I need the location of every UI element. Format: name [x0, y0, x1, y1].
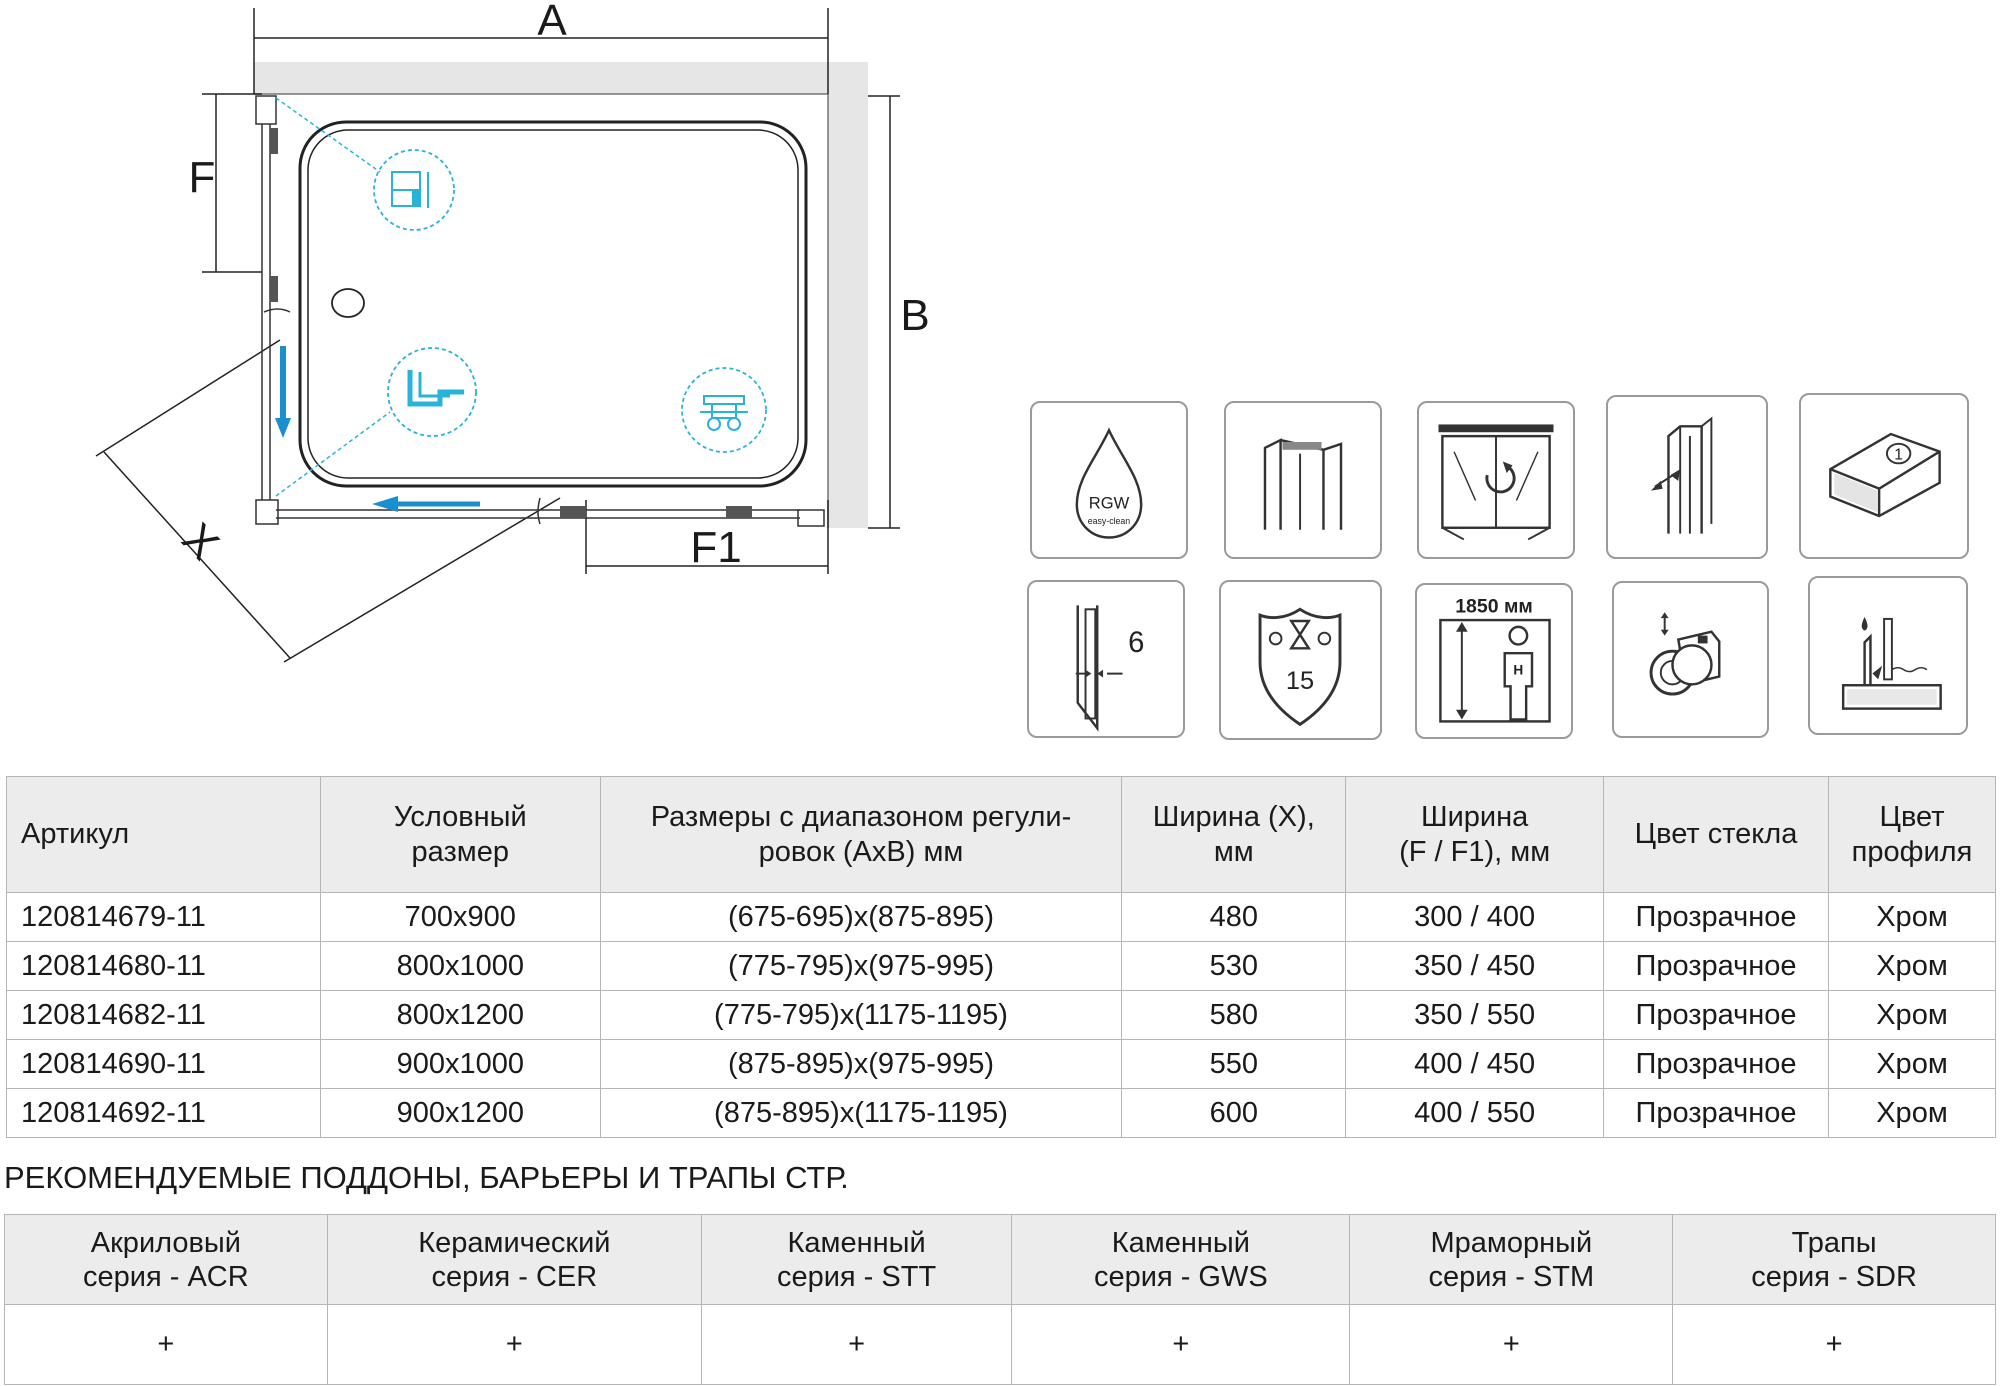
header-dimensions: Размеры с диапазоном регули-ровок (AxB) …	[599, 776, 1123, 893]
cell-width-x: 600	[1121, 1088, 1347, 1138]
dimension-f-label: F	[189, 153, 216, 202]
cell-article: 120814682-11	[6, 990, 321, 1040]
cell-width-f: 400 / 450	[1345, 1039, 1605, 1089]
header-width-x: Ширина (X),мм	[1121, 776, 1347, 893]
cell-dimensions: (675-695)x(875-895)	[599, 892, 1123, 942]
recommended-heading: РЕКОМЕНДУЕМЫЕ ПОДДОНЫ, БАРЬЕРЫ И ТРАПЫ С…	[4, 1160, 849, 1195]
cell-width-f: 350 / 450	[1345, 941, 1605, 991]
compat-mark: +	[4, 1304, 328, 1385]
cell-glass: Прозрачное	[1603, 892, 1829, 942]
dimension-b-label: B	[900, 291, 929, 340]
header-glass-color: Цвет стекла	[1603, 776, 1829, 893]
height-icon: 1850 мм H	[1415, 583, 1573, 739]
header-article: Артикул	[6, 776, 321, 893]
cell-profile: Хром	[1827, 892, 1997, 942]
cell-width-f: 400 / 550	[1345, 1088, 1605, 1138]
rgw-easy-clean-icon: RGW easy-clean	[1030, 401, 1188, 559]
cell-size: 900x1000	[319, 1039, 601, 1089]
door-reversible-icon	[1417, 401, 1575, 559]
drain	[331, 288, 365, 318]
cell-profile: Хром	[1827, 1039, 1997, 1089]
table-row: 120814690-11 900x1000 (875-895)x(975-995…	[6, 1039, 1997, 1089]
cell-article: 120814680-11	[6, 941, 321, 991]
cell-width-x: 530	[1121, 941, 1347, 991]
dimension-f1-label: F1	[690, 523, 741, 572]
cell-article: 120814690-11	[6, 1039, 321, 1089]
cell-glass: Прозрачное	[1603, 1088, 1829, 1138]
cell-profile: Хром	[1827, 1088, 1997, 1138]
package-count-icon: 1	[1799, 393, 1969, 559]
cell-glass: Прозрачное	[1603, 990, 1829, 1040]
cell-width-f: 300 / 400	[1345, 892, 1605, 942]
dimension-a-label: A	[537, 0, 567, 45]
cell-width-f: 350 / 550	[1345, 990, 1605, 1040]
rgw-label: RGW	[1089, 493, 1130, 512]
cell-width-x: 480	[1121, 892, 1347, 942]
cell-size: 700x900	[319, 892, 601, 942]
side-wall	[828, 62, 868, 528]
back-wall	[254, 62, 868, 94]
cell-article: 120814692-11	[6, 1088, 321, 1138]
table-row: 120814682-11 800x1200 (775-795)x(1175-11…	[6, 990, 1997, 1040]
easy-clean-label: easy-clean	[1088, 516, 1131, 526]
dimension-x-label: X	[173, 514, 228, 569]
compat-mark: +	[326, 1304, 702, 1385]
table-row: 120814692-11 900x1200 (875-895)x(1175-11…	[6, 1088, 1997, 1138]
height-value: 1850 мм	[1455, 595, 1533, 617]
detail-callout-corner	[387, 347, 477, 437]
cell-dimensions: (775-795)x(975-995)	[599, 941, 1123, 991]
water-seal-profile-icon	[1808, 576, 1968, 735]
cell-size: 800x1200	[319, 990, 601, 1040]
shower-tray	[298, 120, 808, 488]
person-label: H	[1513, 663, 1523, 678]
compat-mark: +	[1011, 1304, 1351, 1385]
cell-size: 800x1000	[319, 941, 601, 991]
table-row: + + + + + +	[4, 1304, 1996, 1385]
glass-thickness-value: 6	[1128, 627, 1144, 659]
cell-dimensions: (875-895)x(1175-1195)	[599, 1088, 1123, 1138]
cell-profile: Хром	[1827, 990, 1997, 1040]
package-count: 1	[1894, 446, 1903, 463]
table-row: 120814680-11 800x1000 (775-795)x(975-995…	[6, 941, 1997, 991]
wall-profile-adjustment-icon	[1606, 395, 1768, 559]
detail-callout-hinge	[373, 149, 455, 231]
compat-mark: +	[700, 1304, 1013, 1385]
shower-enclosure-plan-diagram: A B F F1 X	[95, 0, 930, 663]
compat-mark: +	[1349, 1304, 1674, 1385]
warranty-shield-icon: 15	[1219, 580, 1382, 740]
detail-callout-roller	[681, 367, 767, 453]
warranty-years: 15	[1286, 667, 1314, 695]
cell-glass: Прозрачное	[1603, 1039, 1829, 1089]
cell-width-x: 580	[1121, 990, 1347, 1040]
cell-profile: Хром	[1827, 941, 1997, 991]
folding-door-profile-icon	[1224, 401, 1382, 559]
table-row: 120814679-11 700x900 (675-695)x(875-895)…	[6, 892, 1997, 942]
cell-dimensions: (875-895)x(975-995)	[599, 1039, 1123, 1089]
cell-size: 900x1200	[319, 1088, 601, 1138]
cell-article: 120814679-11	[6, 892, 321, 942]
cell-glass: Прозрачное	[1603, 941, 1829, 991]
glass-thickness-icon: 6	[1027, 580, 1185, 738]
roller-adjustment-icon	[1612, 581, 1769, 738]
cell-dimensions: (775-795)x(1175-1195)	[599, 990, 1123, 1040]
cell-width-x: 550	[1121, 1039, 1347, 1089]
compat-mark: +	[1672, 1304, 1996, 1385]
header-width-f: Ширина(F / F1), мм	[1345, 776, 1605, 893]
